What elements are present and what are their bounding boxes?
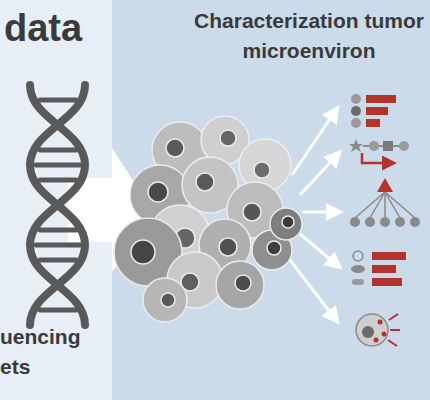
icon-dot [365, 217, 375, 227]
pathway-icon [349, 139, 409, 163]
cell [152, 122, 208, 178]
cell [150, 205, 210, 265]
dna-strand [30, 85, 85, 325]
fan-arrow [292, 110, 336, 175]
panel-heading: Characterization tumor microenviron [188, 6, 430, 66]
icon-ring [353, 251, 363, 261]
red-line [390, 329, 400, 331]
fan-arrow [300, 234, 338, 266]
nucleus [267, 241, 281, 255]
bar-icon [351, 251, 406, 286]
cell [199, 219, 251, 271]
red-line [389, 314, 398, 320]
block-arrow [68, 148, 152, 272]
cell [356, 314, 388, 346]
icon-dot [350, 217, 360, 227]
dna-strand [30, 85, 85, 325]
red-bar [372, 265, 396, 273]
dna-rung [40, 258, 76, 263]
red-dot [382, 332, 387, 337]
red-dot [378, 320, 383, 325]
cell [167, 252, 223, 308]
dna-rung [40, 178, 76, 183]
cell [216, 261, 264, 309]
nucleus [166, 139, 184, 157]
nucleus [175, 228, 195, 248]
fan-arrow [290, 260, 336, 320]
bar-icon [351, 94, 396, 128]
icon-line [385, 192, 415, 218]
icon-line [370, 192, 385, 218]
nucleus [196, 173, 214, 191]
cell [252, 230, 292, 270]
icon-line [384, 192, 386, 218]
fan-arrows [290, 110, 338, 320]
nucleus [235, 275, 251, 291]
cell-icon [356, 314, 400, 346]
dna-rung [36, 163, 80, 168]
cell [143, 278, 187, 322]
nucleus [220, 130, 236, 146]
cell [270, 208, 302, 240]
red-bar [366, 95, 396, 103]
nucleus [148, 182, 168, 202]
red-bar [366, 119, 380, 127]
nucleus [282, 216, 294, 228]
icon-dot [395, 217, 405, 227]
dna-rung [40, 308, 76, 313]
tumor-cluster [114, 116, 302, 322]
nucleus [362, 326, 374, 338]
nucleus [219, 238, 237, 256]
input-panel: data uencing ets [0, 0, 112, 400]
icon-dot [351, 118, 361, 128]
red-bar [372, 278, 402, 286]
dna-rung [36, 243, 80, 248]
fan-arrow [300, 154, 338, 195]
dna-helix [30, 85, 85, 325]
red-line [388, 340, 397, 346]
cell [130, 165, 190, 225]
red-bar [366, 107, 388, 115]
icon-dot [399, 141, 409, 151]
icon-line [355, 192, 385, 218]
icon-square [383, 141, 393, 151]
fan-arrow [302, 211, 338, 214]
nucleus [254, 162, 270, 178]
cell [114, 218, 182, 286]
dna-rung [40, 98, 76, 103]
nucleus [161, 293, 175, 307]
red-arrow [362, 153, 392, 163]
star [349, 139, 363, 152]
nucleus [181, 273, 199, 291]
icon-dot [369, 141, 379, 151]
cell [182, 157, 238, 213]
nucleus [243, 203, 261, 221]
panel-caption: uencing ets [0, 322, 100, 382]
icon-shape [351, 265, 365, 273]
icon-line [363, 145, 404, 147]
icon-dot [380, 217, 390, 227]
cell [201, 116, 249, 164]
red-triangle [377, 178, 393, 192]
dna-rung [40, 148, 76, 153]
icon-line [385, 192, 400, 218]
red-dot [374, 338, 379, 343]
icon-dot [351, 94, 361, 104]
cell [239, 139, 291, 191]
nucleus [131, 240, 155, 264]
cell [227, 182, 283, 238]
hierarchy-icon [350, 178, 420, 227]
output-panel: Characterization tumor microenviron [112, 0, 430, 400]
dna-rung [40, 228, 76, 233]
icon-dot [351, 106, 361, 116]
icon-dot [410, 217, 420, 227]
red-bar [372, 252, 406, 260]
panel-heading: data [4, 6, 109, 50]
icon-shape [352, 279, 364, 285]
